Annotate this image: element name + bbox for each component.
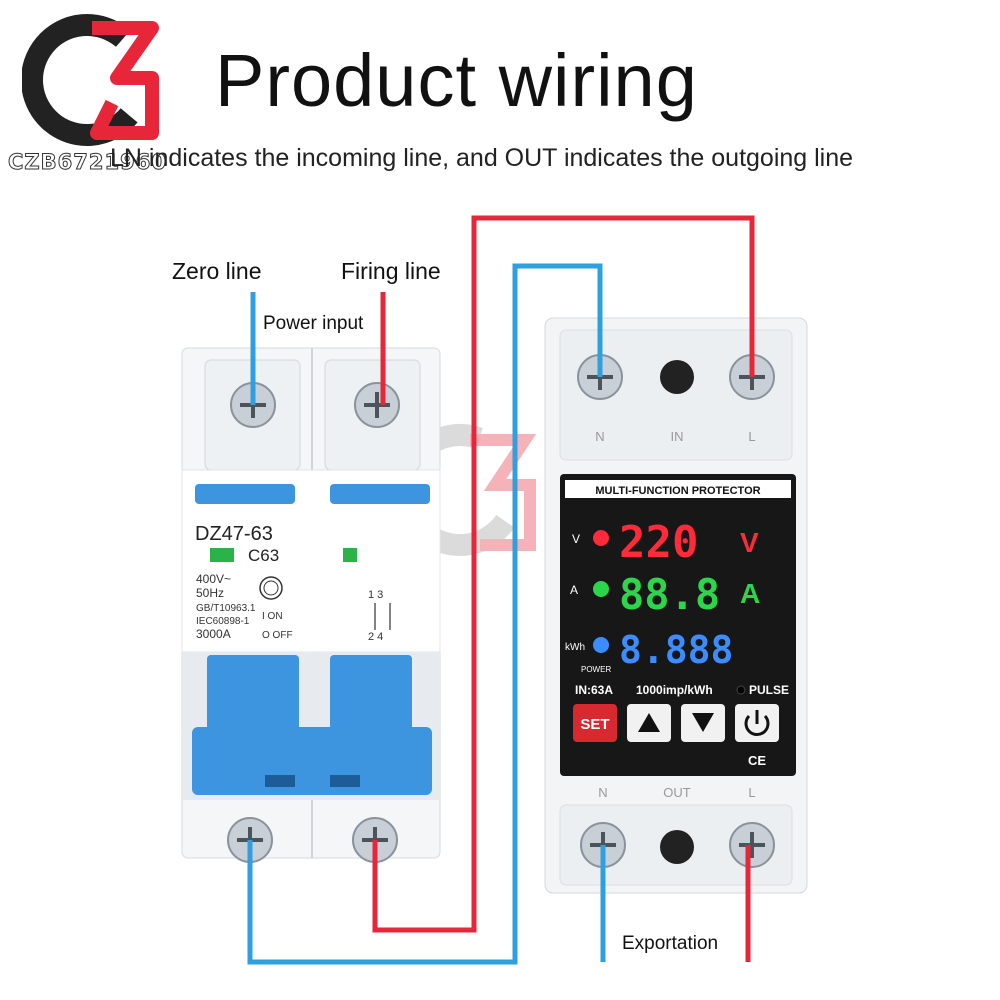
breaker-spec-frequency: 50Hz xyxy=(196,586,224,600)
voltage-indicator-dot xyxy=(593,530,609,546)
breaker-rating: C63 xyxy=(248,546,279,565)
protector-rating: IN:63A xyxy=(575,683,613,697)
breaker-circuit-symbol-icon xyxy=(374,603,391,630)
power-label: POWER xyxy=(581,665,611,674)
brand-logo-text: CZB6721960 xyxy=(8,150,167,175)
protector-bottom-terminal-l: L xyxy=(748,785,755,800)
protector-bottom-terminal-n: N xyxy=(598,785,607,800)
protector-top-terminal-l: L xyxy=(748,429,755,444)
protector-impulse: 1000imp/kWh xyxy=(636,683,713,697)
exportation-label: Exportation xyxy=(622,933,719,954)
voltage-unit: V xyxy=(740,527,759,558)
breaker-off-label: O OFF xyxy=(262,630,293,641)
row-voltage-unit-label: V xyxy=(572,532,580,546)
breaker-poles-bottom: 2 4 xyxy=(368,631,383,643)
down-button[interactable] xyxy=(681,704,725,742)
breaker-spec-capacity: 3000A xyxy=(196,627,231,641)
up-button[interactable] xyxy=(627,704,671,742)
brand-logo-icon xyxy=(22,14,159,146)
breaker-spec-voltage: 400V~ xyxy=(196,572,231,586)
set-button[interactable]: SET xyxy=(573,704,617,742)
breaker-poles-top: 1 3 xyxy=(368,589,383,601)
row-energy-unit-label: kWh xyxy=(565,642,585,653)
neutral-connection-wire xyxy=(247,263,603,965)
page-subtitle: LN indicates the incoming line, and OUT … xyxy=(110,144,854,172)
page-title: Product wiring xyxy=(215,39,698,122)
power-icon xyxy=(744,710,770,736)
protector-top-mount-hole xyxy=(660,360,694,394)
protector-header: MULTI-FUNCTION PROTECTOR xyxy=(595,485,760,497)
breaker-toggle-lever[interactable] xyxy=(192,727,432,795)
protector-bottom-l-screw-icon xyxy=(729,822,775,868)
energy-indicator-dot xyxy=(593,637,609,653)
pulse-label: PULSE xyxy=(749,683,789,697)
energy-readout: 8.888 xyxy=(619,628,733,672)
breaker-top-right-screw-icon xyxy=(354,382,400,428)
circuit-breaker: DZ47-63 C63 400V~ 50Hz GB/T10963.1 IEC60… xyxy=(181,347,441,863)
set-button-label: SET xyxy=(580,716,609,733)
breaker-model: DZ47-63 xyxy=(195,523,273,545)
arrow-up-icon xyxy=(638,713,660,732)
pulse-led xyxy=(736,685,746,695)
power-button[interactable] xyxy=(735,704,779,742)
row-current-unit-label: A xyxy=(570,583,578,597)
power-input-label: Power input xyxy=(263,313,364,334)
current-unit: A xyxy=(740,578,760,609)
protector-top-terminal-in: IN xyxy=(671,429,684,444)
breaker-spec-standard-iec: IEC60898-1 xyxy=(196,616,250,627)
protector-front-panel xyxy=(560,474,796,776)
ce-mark: CE xyxy=(748,753,766,768)
zero-line-label: Zero line xyxy=(172,258,262,284)
protector-top-terminal-n: N xyxy=(595,429,604,444)
ccc-mark-icon xyxy=(259,576,283,600)
breaker-spec-standard-gb: GB/T10963.1 xyxy=(196,603,256,614)
current-indicator-dot xyxy=(593,581,609,597)
protector-bottom-terminal-out: OUT xyxy=(663,785,691,800)
firing-line-label: Firing line xyxy=(341,258,441,284)
multi-function-protector: N IN L MULTI-FUNCTION PROTECTOR V 220 V … xyxy=(544,317,808,894)
breaker-on-label: I ON xyxy=(262,611,283,622)
arrow-down-icon xyxy=(692,713,714,732)
current-readout: 88.8 xyxy=(619,570,720,619)
live-connection-wire xyxy=(372,215,755,933)
protector-bottom-mount-hole xyxy=(660,830,694,864)
voltage-readout: 220 xyxy=(619,517,698,568)
